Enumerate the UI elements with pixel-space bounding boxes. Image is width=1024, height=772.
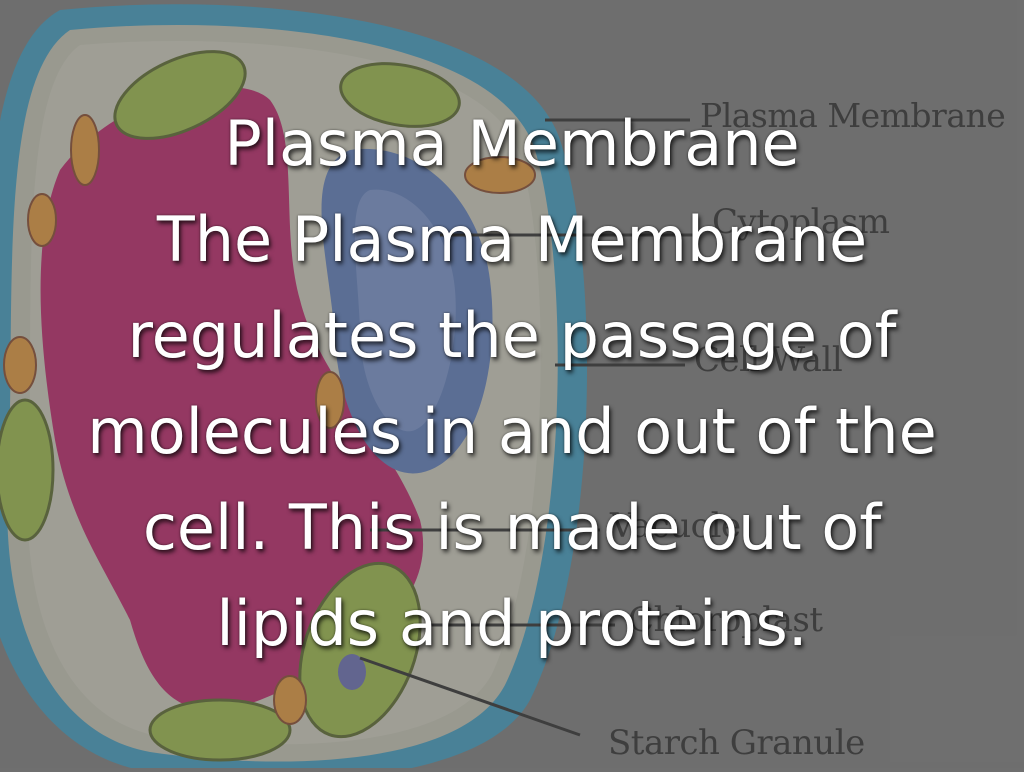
slide-body-line: The Plasma Membrane <box>156 203 868 276</box>
label-cytoplasm: Cytoplasm <box>712 202 890 242</box>
label-cell-wall: Cell Wall <box>694 340 843 380</box>
label-starch-granule: Starch Granule <box>608 723 865 763</box>
label-pointers <box>359 118 700 737</box>
slide-body-line: molecules in and out of the <box>87 395 937 468</box>
label-plasma-membrane: Plasma Membrane <box>700 96 1006 135</box>
chloroplast-shape <box>113 50 247 140</box>
label-vacuole: Vacuole <box>610 506 741 546</box>
slide-body-line: lipids and proteins. <box>216 587 808 660</box>
slide-body-line: cell. This is made out of <box>142 491 882 564</box>
starch-granule-shape <box>338 654 366 690</box>
label-chloroplast: Chloroplast <box>628 600 823 640</box>
vacuole-shape <box>40 86 424 711</box>
mitochondrion-shape <box>70 114 100 186</box>
slide-text: Plasma Membrane The Plasma Membrane regu… <box>20 96 1004 672</box>
slide-body-line: regulates the passage of <box>127 299 897 372</box>
slide-heading: Plasma Membrane <box>224 107 800 180</box>
